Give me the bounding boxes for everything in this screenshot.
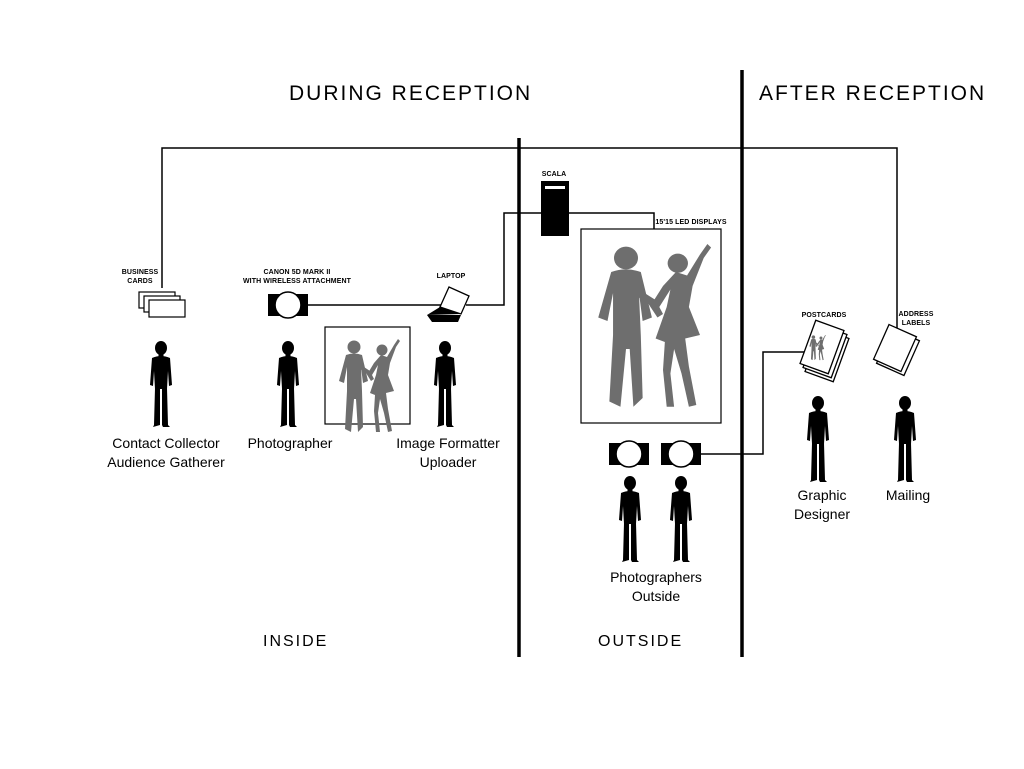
led-displays-label: 15'15 LED DISPLAYS bbox=[655, 219, 727, 226]
contact-collector-label: Contact Collector Audience Gatherer bbox=[107, 435, 225, 470]
contact-collector-person-icon bbox=[150, 341, 172, 427]
laptop-scala-connector bbox=[466, 212, 541, 306]
photographer-person-icon bbox=[277, 341, 299, 427]
scala-computer-icon bbox=[541, 181, 569, 236]
outside-cameras-postcards-connector bbox=[701, 351, 808, 455]
mailing-person-icon bbox=[894, 396, 916, 482]
contact-mailing-connector bbox=[161, 147, 898, 338]
graphic-designer-label: Graphic Designer bbox=[793, 487, 851, 522]
mailing-label: Mailing bbox=[885, 487, 931, 503]
photographer-outside-left-icon bbox=[619, 476, 641, 562]
outside-camera-left-icon bbox=[608, 440, 650, 468]
postcards-label: POSTCARDS bbox=[801, 312, 847, 319]
canon-camera-icon bbox=[267, 291, 309, 319]
image-formatter-label: Image Formatter Uploader bbox=[396, 435, 500, 470]
outside-camera-right-icon bbox=[660, 440, 702, 468]
postcards-icon bbox=[799, 319, 850, 383]
during-reception-heading: DURING RECEPTION bbox=[289, 82, 533, 105]
photographer-outside-right-icon bbox=[670, 476, 692, 562]
business-cards-icon bbox=[138, 291, 186, 318]
photographers-outside-label: Photographers Outside bbox=[610, 569, 702, 604]
image-formatter-person-icon bbox=[434, 341, 456, 427]
photographer-label: Photographer bbox=[247, 435, 333, 451]
laptop-label: LAPTOP bbox=[436, 273, 466, 280]
inside-zone-label: INSIDE bbox=[263, 633, 329, 650]
laptop-icon bbox=[427, 286, 470, 322]
after-reception-heading: AFTER RECEPTION bbox=[759, 82, 987, 105]
scala-label: SCALA bbox=[541, 171, 567, 178]
outside-zone-label: OUTSIDE bbox=[598, 633, 684, 650]
camera-label: CANON 5D MARK II WITH WIRELESS ATTACHMEN… bbox=[242, 269, 352, 285]
address-labels-label: ADDRESS LABELS bbox=[898, 311, 934, 327]
address-labels-icon bbox=[872, 323, 921, 377]
scala-display-connector bbox=[569, 212, 655, 229]
business-cards-label: BUSINESS CARDS bbox=[121, 269, 159, 285]
graphic-designer-person-icon bbox=[807, 396, 829, 482]
